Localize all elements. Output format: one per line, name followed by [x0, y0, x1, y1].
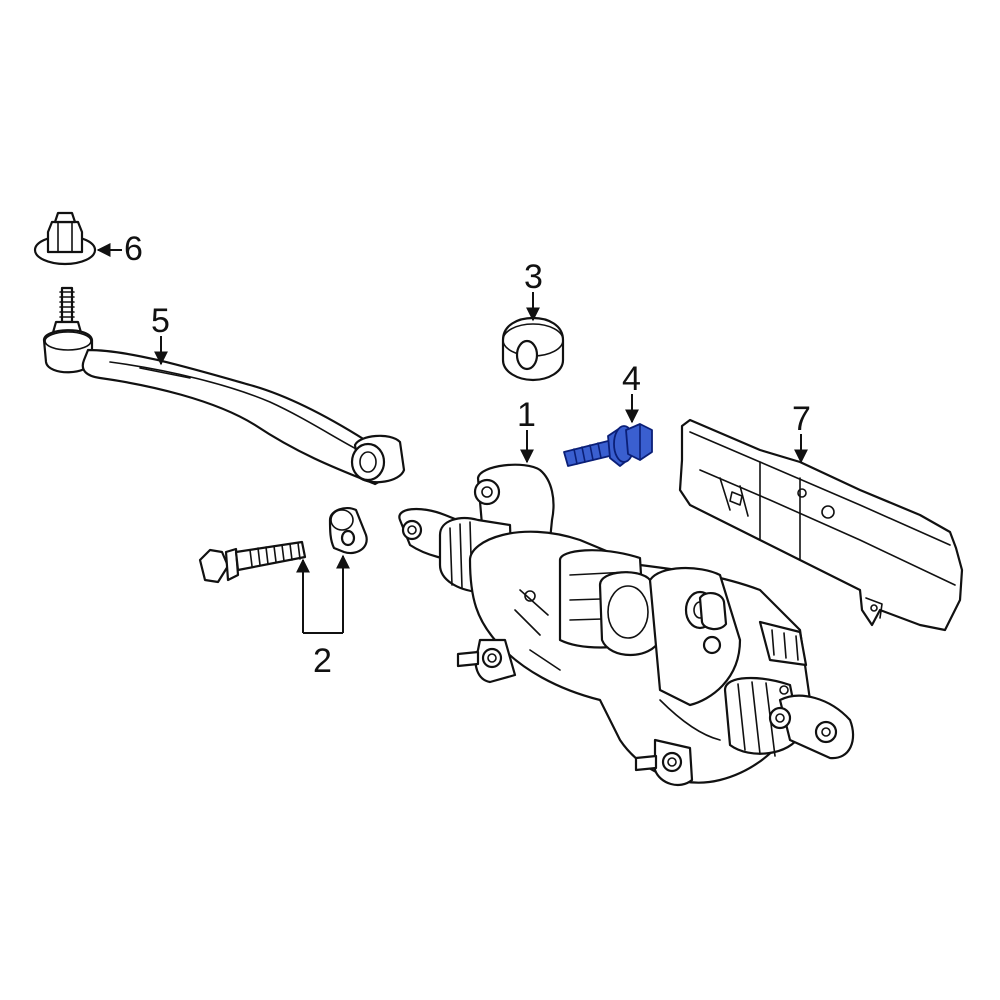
part-4-bolt-highlighted[interactable] — [563, 423, 653, 467]
part-1-steering-gear[interactable] — [398, 463, 855, 787]
part-7-shield[interactable] — [678, 418, 964, 632]
leader-lines — [96, 243, 808, 634]
callout-2: 2 — [313, 642, 332, 680]
callout-1: 1 — [517, 396, 536, 434]
callout-6: 6 — [124, 230, 143, 268]
callout-4: 4 — [622, 360, 641, 398]
part-6-nut[interactable] — [33, 211, 97, 266]
callout-7: 7 — [792, 400, 811, 438]
part-3-bushing[interactable] — [501, 316, 565, 382]
part-5-tie-rod[interactable] — [42, 286, 406, 486]
callout-5: 5 — [151, 302, 170, 340]
part-2-bolt[interactable] — [198, 540, 307, 584]
callout-3: 3 — [524, 258, 543, 296]
part-2-bushing[interactable] — [328, 506, 368, 555]
